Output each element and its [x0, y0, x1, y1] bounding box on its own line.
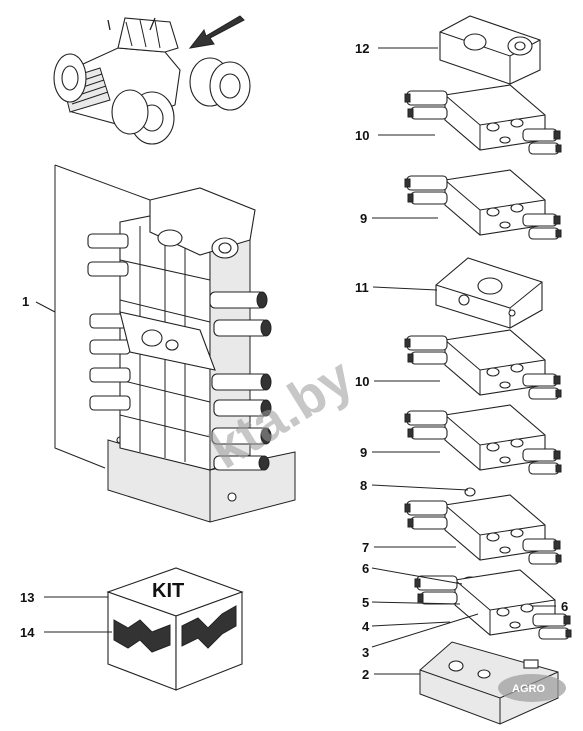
callout-10-upper: 10 [355, 128, 369, 143]
callout-5: 5 [362, 595, 369, 610]
part-2-base-plate [419, 641, 559, 725]
part-12-cover [439, 15, 541, 85]
callout-6-left: 6 [362, 561, 369, 576]
part-11-plate [435, 257, 543, 329]
kit-label: KIT [152, 580, 184, 602]
callout-14: 14 [20, 625, 35, 640]
callout-12: 12 [355, 41, 369, 56]
callout-6-right: 6 [561, 599, 568, 614]
part-9-valve-section-upper [404, 169, 562, 240]
callout-3: 3 [362, 645, 369, 660]
leader-lines [35, 47, 556, 675]
kit-box [106, 567, 244, 691]
tractor-illustration [53, 15, 251, 145]
part-8 [464, 487, 476, 497]
part-10-valve-section-upper [404, 84, 562, 155]
corner-logo-text: AGRO [512, 683, 545, 695]
part-7-valve-section [404, 494, 562, 565]
callout-10-lower: 10 [355, 374, 369, 389]
part-4-valve-section [414, 569, 572, 640]
valve-assembly-1 [54, 164, 296, 523]
callout-7: 7 [362, 540, 369, 555]
callout-9-upper: 9 [360, 211, 367, 226]
callout-8: 8 [360, 478, 367, 493]
part-10-valve-section-lower [404, 329, 562, 400]
corner-logo [498, 674, 566, 702]
part-9-valve-section-lower [404, 404, 562, 475]
callout-1: 1 [22, 294, 29, 309]
callout-4: 4 [362, 619, 370, 634]
callout-13: 13 [20, 590, 34, 605]
callout-2: 2 [362, 667, 369, 682]
callout-11: 11 [355, 280, 369, 295]
callout-9-lower: 9 [360, 445, 367, 460]
